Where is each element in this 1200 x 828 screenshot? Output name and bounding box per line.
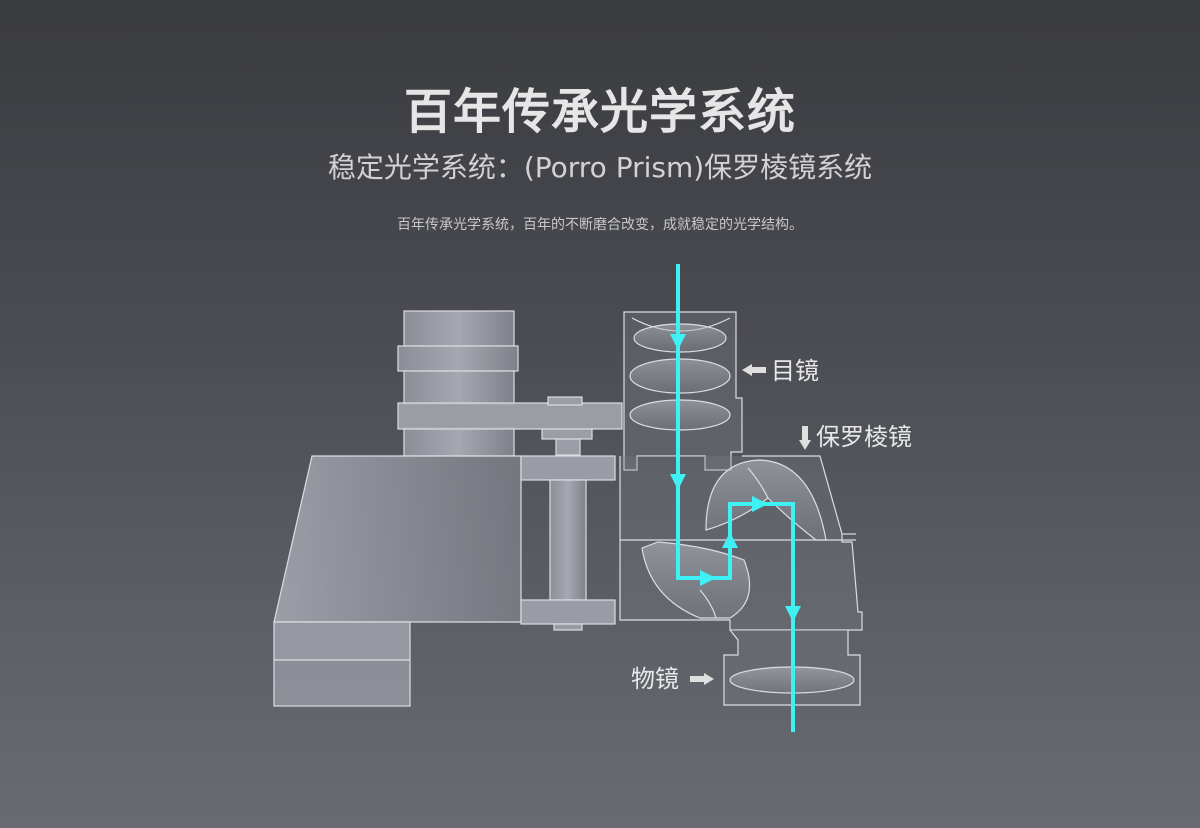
light-arrow-right-1 [700,570,716,586]
left-prism-housing [273,455,522,707]
focus-bridge [397,396,623,456]
page-subtitle: 稳定光学系统：(Porro Prism)保罗棱镜系统 [327,151,873,184]
light-arrow-up-1 [722,532,738,548]
eyepiece-label: 目镜 [771,357,819,385]
objective-label: 物镜 [631,665,679,693]
light-arrow-right-2 [752,496,768,512]
page-description: 百年传承光学系统，百年的不断磨合改变，成就稳定的光学结构。 [397,217,803,233]
left-eyepiece-tube [397,310,519,457]
page-title: 百年传承光学系统 [403,84,796,140]
light-arrow-down-2 [670,474,686,490]
arrow-left-icon [742,364,766,376]
prism-callout: 保罗棱镜 [799,423,912,451]
arrow-right-icon [690,673,714,685]
porro-prism-label: 保罗棱镜 [816,423,912,451]
light-arrow-down-3 [785,606,801,622]
light-arrow-down-1 [670,334,686,350]
eyepiece-callout: 目镜 [742,357,819,385]
hinge-column [520,455,616,631]
objective-callout: 物镜 [631,665,714,693]
arrow-down-icon [799,426,811,450]
light-path-arrows [670,334,801,622]
